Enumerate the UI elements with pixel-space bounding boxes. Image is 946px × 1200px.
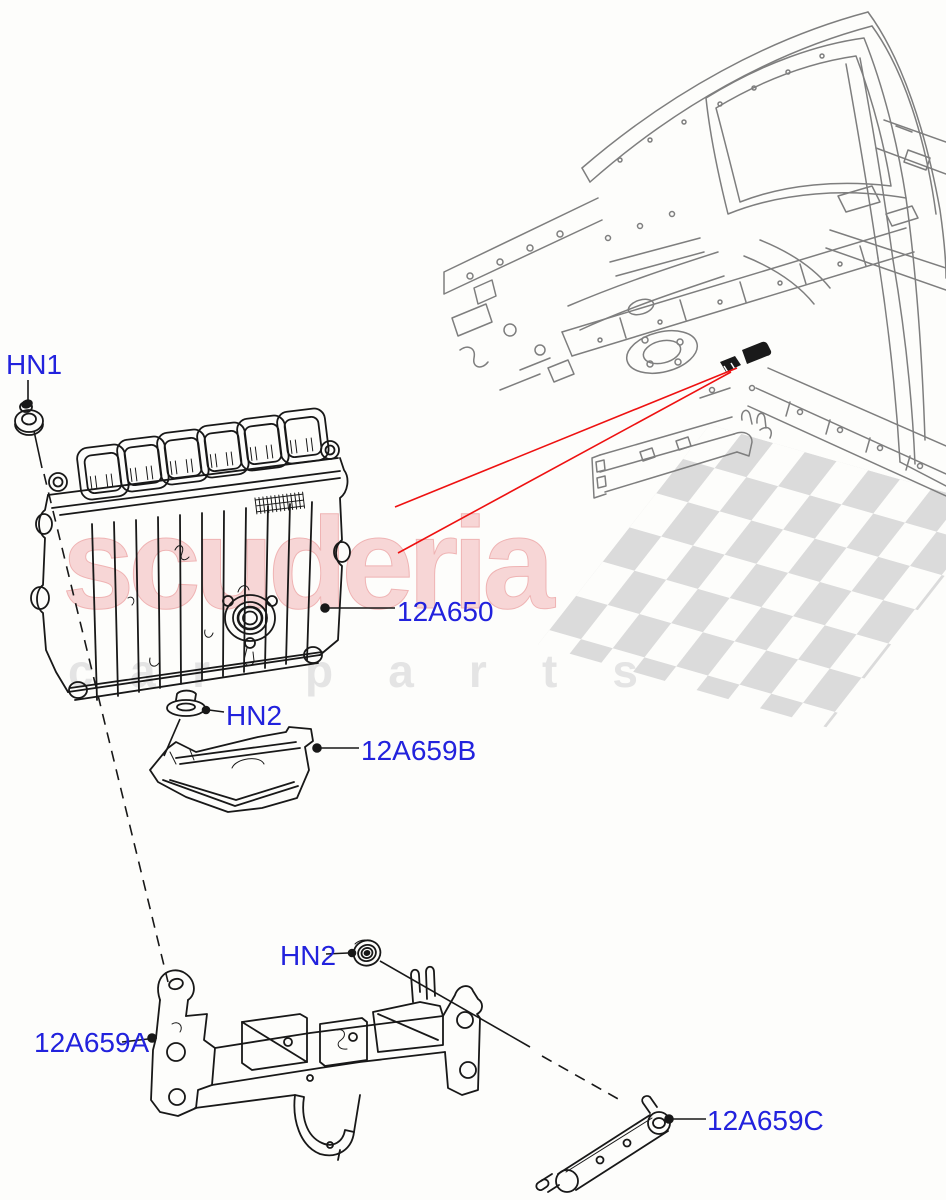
callout-label-hn2-upper: HN2	[226, 700, 283, 731]
watermark-letter: t	[541, 645, 558, 697]
ecu-module-drawing	[30, 407, 351, 701]
watermark-word-parts: p a r t s	[305, 648, 638, 694]
callout-label-12a659c: 12A659C	[707, 1105, 824, 1136]
callout-lines	[27, 380, 706, 1124]
watermark-letter: r	[468, 645, 487, 697]
ecu-location-marker	[720, 341, 772, 375]
callout-label-12a650: 12A650	[397, 596, 494, 627]
hn2-upper-nut-drawing	[166, 689, 206, 717]
hn1-nut-drawing	[14, 399, 44, 436]
callout-label-12a659a: 12A659A	[34, 1027, 150, 1058]
callout-label-hn2-lower: HN2	[280, 940, 337, 971]
bracket-12a659b-drawing	[149, 726, 314, 813]
watermark-letter: a	[130, 645, 156, 697]
watermark-letter: s	[612, 645, 638, 697]
watermark-letter: r	[192, 645, 210, 697]
hn2-lower-nut-drawing	[352, 939, 382, 967]
watermark-letter: a	[388, 645, 414, 697]
red-leader-lines	[394, 367, 738, 554]
callout-label-hn1: HN1	[6, 349, 63, 380]
vehicle-body-drawing	[443, 11, 946, 499]
bracket-12a659a-drawing	[150, 965, 483, 1161]
callout-label-12a659b: 12A659B	[361, 735, 477, 766]
strap-12a659c-drawing	[535, 1095, 671, 1193]
watermark-word-car: c a r	[68, 648, 210, 694]
